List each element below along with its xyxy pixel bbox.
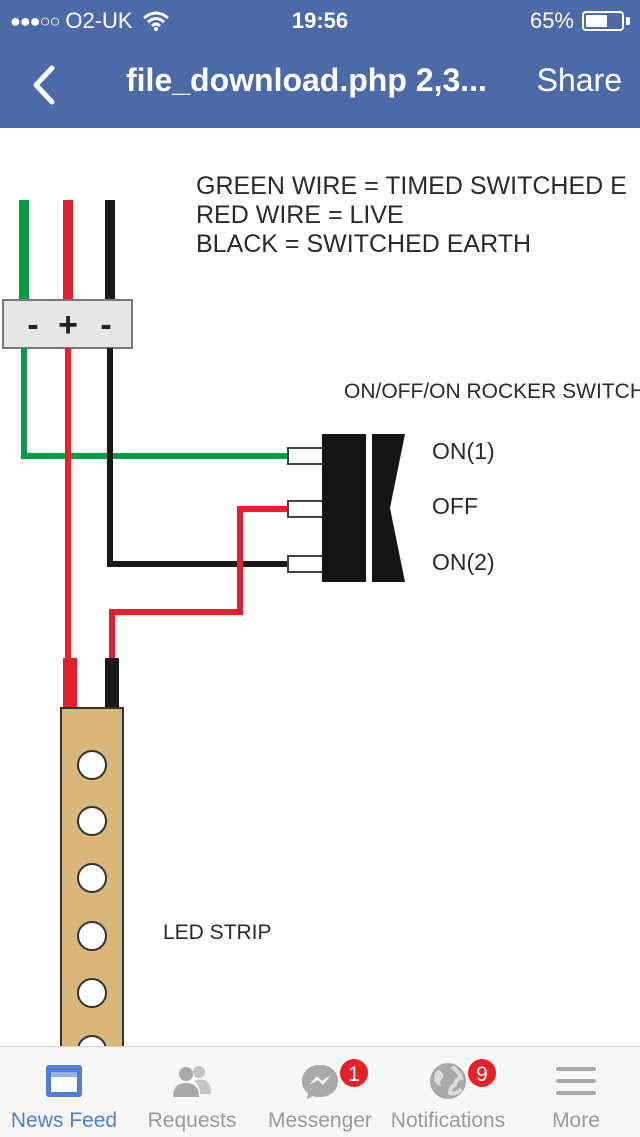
signal-strength-icon: ●●●○○ (10, 10, 60, 31)
friend-requests-icon (173, 1066, 211, 1097)
bottom-tab-bar: News Feed Requests 1 Messenger 9 Notific… (0, 1046, 640, 1137)
led (77, 1035, 107, 1046)
tab-notifications[interactable]: 9 Notifications (384, 1047, 512, 1137)
tab-news-feed[interactable]: News Feed (0, 1047, 128, 1137)
led (77, 978, 107, 1008)
wiring-diagram: - + - GREEN WIRE = TIMED SWITCHED E RED (2, 172, 640, 1046)
status-bar: ●●●○○ O2-UK 19:56 65% (0, 0, 640, 40)
back-chevron-icon[interactable] (22, 60, 72, 110)
tab-messenger[interactable]: 1 Messenger (256, 1047, 384, 1137)
tab-label: More (552, 1109, 600, 1132)
messenger-icon (302, 1065, 338, 1099)
switch-label-on2: ON(2) (432, 549, 495, 575)
led (77, 806, 107, 836)
legend-line-red: RED WIRE = LIVE (196, 201, 404, 229)
tab-label: Messenger (268, 1109, 372, 1132)
strip-terminal-black (105, 658, 119, 710)
led (77, 921, 107, 951)
green-wire (21, 348, 290, 459)
led-strip-label: LED STRIP (163, 921, 272, 944)
navigation-bar: file_download.php 2,3... Share (0, 40, 640, 128)
battery-percent: 65% (529, 8, 574, 33)
switch-title: ON/OFF/ON ROCKER SWITCH (344, 380, 640, 403)
strip-terminal-red (63, 658, 77, 710)
switch-pin-on2 (287, 555, 325, 573)
rocker-switch-actuator (372, 434, 405, 582)
battery-indicator: 65% (530, 8, 630, 34)
share-button[interactable]: Share (536, 62, 622, 98)
messenger-badge: 1 (338, 1057, 370, 1089)
connector-block (2, 299, 133, 349)
tab-label: Notifications (390, 1109, 506, 1132)
carrier-info: ●●●○○ O2-UK (10, 8, 169, 34)
tab-label: News Feed (10, 1109, 118, 1132)
led (77, 863, 107, 893)
connector-plus: + (58, 306, 78, 344)
wifi-icon (142, 11, 169, 31)
carrier-name: O2-UK (65, 8, 133, 33)
page-title: file_download.php 2,3... (126, 62, 487, 98)
notifications-badge: 9 (466, 1057, 498, 1089)
legend-line-black: BLACK = SWITCHED EARTH (196, 230, 531, 258)
switch-pin-off (287, 500, 325, 518)
legend-line-green: GREEN WIRE = TIMED SWITCHED E (196, 172, 627, 200)
red-wire-switch (109, 506, 290, 660)
switch-label-on1: ON(1) (432, 438, 495, 464)
connector-minus-right: - (100, 306, 111, 344)
battery-icon (582, 11, 624, 31)
tab-label: Requests (147, 1109, 237, 1132)
rocker-switch-body (322, 434, 366, 582)
clock: 19:56 (291, 8, 349, 33)
news-feed-icon (46, 1065, 82, 1097)
connector-minus-left: - (27, 306, 38, 344)
tab-requests[interactable]: Requests (128, 1047, 256, 1137)
app-header: ●●●○○ O2-UK 19:56 65% file_download.php … (0, 0, 640, 128)
led (77, 750, 107, 780)
switch-pin-on1 (287, 447, 325, 465)
switch-label-off: OFF (432, 493, 478, 519)
globe-icon (430, 1063, 466, 1099)
tab-more[interactable]: More (512, 1047, 640, 1137)
hamburger-menu-icon (556, 1067, 596, 1095)
image-viewer[interactable]: - + - GREEN WIRE = TIMED SWITCHED E RED (0, 128, 640, 1046)
black-wire (107, 348, 290, 567)
